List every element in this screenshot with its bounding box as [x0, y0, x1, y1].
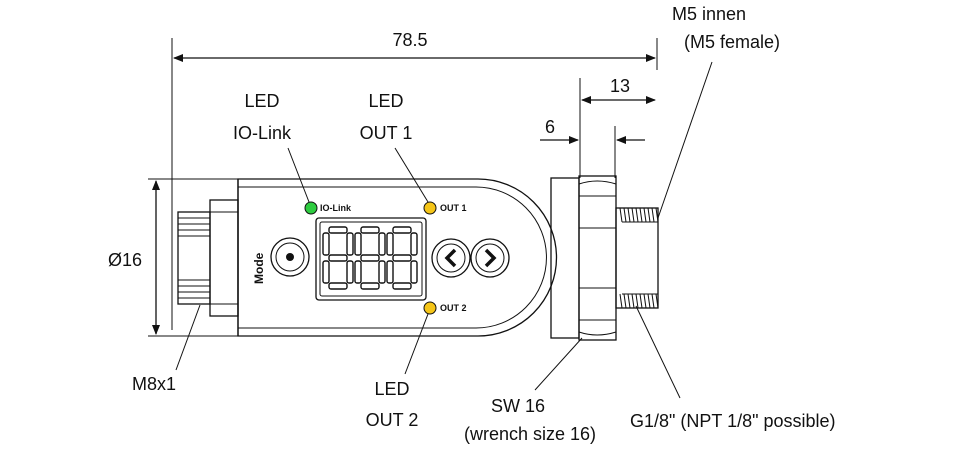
callout-m8: M8x1 — [132, 374, 176, 394]
device-out1-label: OUT 1 — [440, 203, 467, 213]
device-iolink-label: IO-Link — [320, 203, 352, 213]
callout-sw16-line2: (wrench size 16) — [464, 424, 596, 444]
dimension-diameter: Ø16 — [108, 178, 238, 337]
hex-length-value: 6 — [545, 117, 555, 137]
digit-1 — [322, 226, 354, 290]
display-digits — [322, 226, 418, 290]
dimension-overall-length: 78.5 — [171, 30, 658, 330]
led-iolink — [304, 201, 318, 215]
hex-nut — [550, 175, 617, 341]
m8-connector — [177, 199, 239, 317]
callout-sw16-line1: SW 16 — [491, 396, 545, 416]
display-window: 888 — [0, 0, 427, 301]
display-value: 888 — [0, 0, 2, 1]
callout-m5-line2: (M5 female) — [684, 32, 780, 52]
mode-button[interactable] — [270, 237, 310, 277]
thread-length-value: 13 — [610, 76, 630, 96]
device-out2-label: OUT 2 — [440, 303, 467, 313]
callout-out1-line2: OUT 1 — [360, 123, 413, 143]
dimension-hex-length: 6 — [540, 117, 645, 178]
diameter-value: Ø16 — [108, 250, 142, 270]
callout-m5-line1: M5 innen — [672, 4, 746, 24]
callout-out2-line1: LED — [374, 379, 409, 399]
chevron-right-icon — [484, 248, 497, 268]
left-button[interactable] — [431, 238, 471, 278]
led-out1 — [423, 201, 437, 215]
right-button[interactable] — [470, 238, 510, 278]
mode-label: Mode — [252, 252, 266, 284]
dot-icon — [286, 253, 294, 261]
callout-out1-line1: LED — [368, 91, 403, 111]
digit-3 — [386, 226, 418, 290]
chevron-left-icon — [444, 248, 457, 268]
led-out2 — [423, 301, 437, 315]
callout-thread: G1/8" (NPT 1/8" possible) — [630, 411, 836, 431]
callout-out2-line2: OUT 2 — [366, 410, 419, 430]
thread-g18 — [615, 207, 659, 309]
leader-lines — [175, 61, 713, 399]
sensor-housing — [237, 178, 558, 337]
digit-2 — [354, 226, 386, 290]
dimension-thread-length: 13 — [579, 76, 656, 178]
callout-iolink-line1: LED — [244, 91, 279, 111]
overall-length-value: 78.5 — [392, 30, 427, 50]
callout-iolink-line2: IO-Link — [233, 123, 292, 143]
